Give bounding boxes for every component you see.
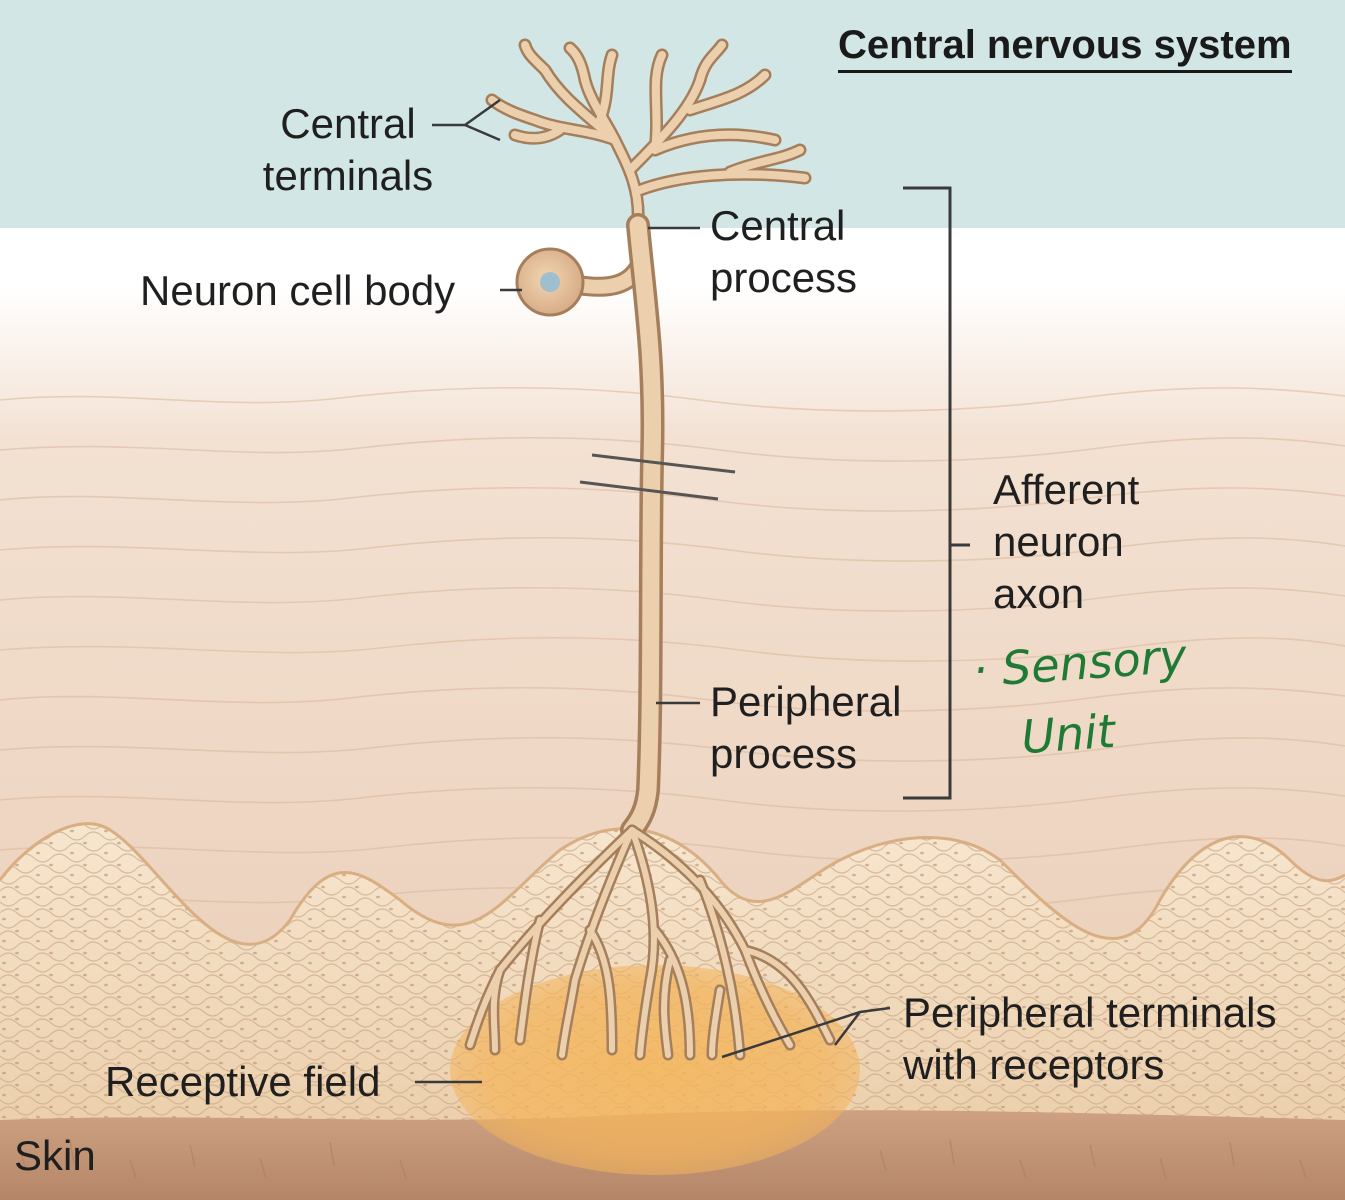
label-peripheral-terminals: Peripheral terminals with receptors [903, 989, 1277, 1088]
label-skin: Skin [14, 1132, 96, 1179]
label-central-process: Central process [710, 202, 858, 301]
afferent-axon-bracket [903, 186, 970, 800]
axon-break-marks [579, 453, 736, 501]
page-title: Central nervous system [838, 22, 1292, 73]
label-peripheral-process: Peripheral process [710, 678, 902, 777]
cns-region [0, 0, 1345, 228]
leader-lines [415, 98, 891, 1084]
skin-texture [19, 1139, 1307, 1179]
label-central-terminals: Central terminals [262, 100, 434, 199]
neuron [464, 38, 836, 1061]
label-afferent-neuron-axon: Afferent neuron axon [993, 466, 1140, 617]
label-receptive-field: Receptive field [105, 1058, 381, 1105]
handwritten-annotation: · Sensory Unit [970, 628, 1189, 768]
receptive-field-area [450, 965, 860, 1175]
epidermis-outline [0, 822, 1345, 946]
neuron-nucleus [540, 272, 560, 292]
label-neuron-cell-body: Neuron cell body [140, 267, 456, 314]
